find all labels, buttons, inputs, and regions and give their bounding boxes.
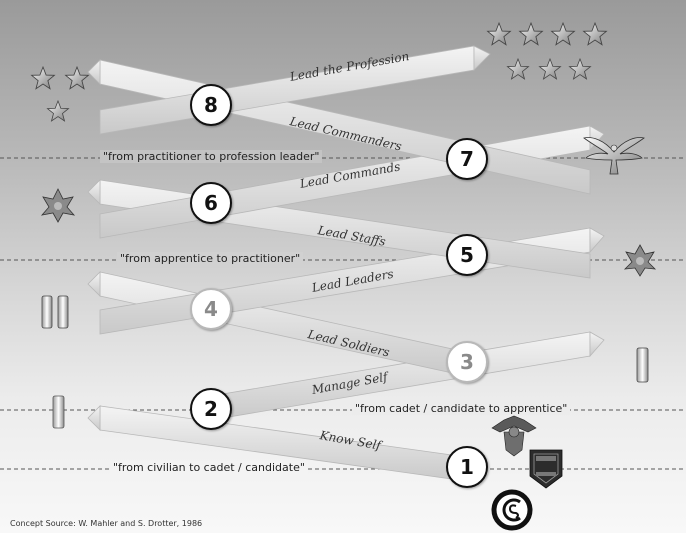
level-2-node: 2 bbox=[190, 388, 232, 430]
transition-label-civilian-to-cadet: "from civilian to cadet / candidate" bbox=[110, 461, 308, 474]
three-star-insignia bbox=[507, 58, 591, 80]
first-lieutenant-bar-icon bbox=[636, 347, 649, 383]
two-star-insignia bbox=[31, 66, 89, 122]
level-3-node: 3 bbox=[446, 341, 488, 383]
arrow-head-manage-self bbox=[589, 331, 605, 358]
second-lieutenant-bar-icon bbox=[52, 395, 65, 429]
rotc-shield-icon bbox=[529, 449, 563, 489]
level-1-node: 1 bbox=[446, 446, 488, 488]
level-4-node: 4 bbox=[190, 288, 232, 330]
level-8-node: 8 bbox=[190, 84, 232, 126]
arrow-head-lead-leaders bbox=[589, 227, 605, 254]
arrow-head-lead-soldiers bbox=[87, 271, 101, 297]
transition-label-cadet-to-apprentice: "from cadet / candidate to apprentice" bbox=[352, 402, 571, 415]
ocs-logo-icon bbox=[491, 489, 533, 531]
oak-leaf-left-icon bbox=[40, 188, 76, 223]
oak-leaf-right-icon bbox=[623, 244, 657, 277]
colonel-eagle-icon bbox=[583, 137, 645, 175]
captain-bars-icon bbox=[41, 295, 69, 329]
arrow-head-lead-staffs bbox=[87, 179, 101, 205]
transition-label-practitioner-to-leader: "from practitioner to profession leader" bbox=[100, 150, 323, 163]
level-7-node: 7 bbox=[446, 138, 488, 180]
arrow-head-lead-commanders bbox=[87, 59, 101, 85]
four-star-insignia bbox=[487, 22, 607, 46]
west-point-crest-icon bbox=[491, 415, 537, 457]
concept-source-caption: Concept Source: W. Mahler and S. Drotter… bbox=[10, 519, 203, 528]
level-5-node: 5 bbox=[446, 234, 488, 276]
transition-label-apprentice-to-practitioner: "from apprentice to practitioner" bbox=[117, 252, 304, 265]
arrow-head-lead-the-profession bbox=[473, 45, 491, 71]
arrow-head-know-self bbox=[87, 405, 101, 431]
level-6-node: 6 bbox=[190, 182, 232, 224]
